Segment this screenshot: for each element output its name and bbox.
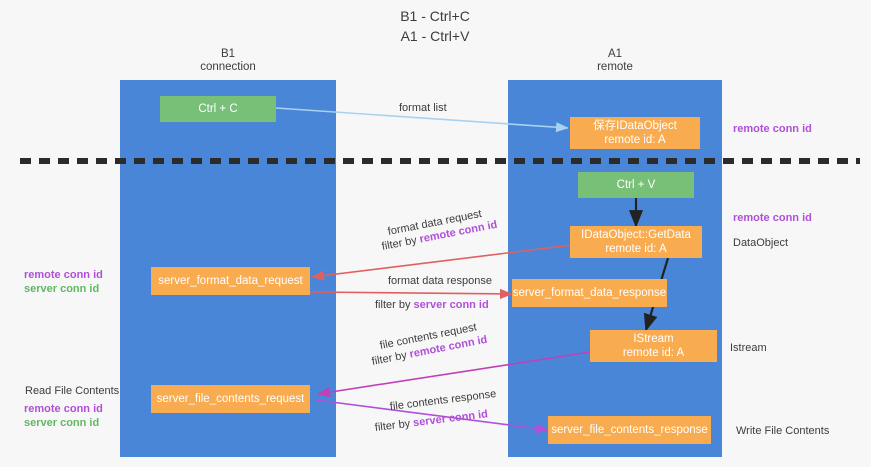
lane-header-a1-sub: remote [597, 61, 633, 73]
side-label-istream: Istream [730, 341, 767, 356]
node-istream[interactable]: IStream remote id: A [590, 330, 717, 362]
lane-header-b1-name: B1 [220, 48, 236, 60]
lane-header-b1: B1 connection [168, 48, 288, 74]
edge-label-format-list-text: format list [399, 102, 447, 114]
side-label-left-server-conn-mid: server conn id [24, 282, 99, 297]
side-label-left-server-conn-mid-text: server conn id [24, 283, 100, 295]
edge-label-format-data-response: format data response [388, 274, 492, 289]
side-label-left-remote-conn-mid: remote conn id [24, 268, 103, 283]
side-label-left-server-conn-bot: server conn id [24, 416, 99, 431]
node-server-format-data-request[interactable]: server_format_data_request [151, 267, 310, 295]
node-server-format-data-response[interactable]: server_format_data_response [512, 279, 667, 307]
side-label-read-file-contents-text: Read File Contents [25, 385, 120, 397]
node-idataobject-getdata[interactable]: IDataObject::GetData remote id: A [570, 226, 702, 258]
side-label-write-file-contents: Write File Contents [736, 424, 829, 439]
diagram-title-line1: B1 - Ctrl+C [400, 8, 470, 24]
node-save-idataobject-line1: 保存IDataObject [593, 120, 677, 132]
lane-header-a1-name: A1 [607, 48, 623, 60]
edge-label-filter-server-1-prefix: filter by [375, 299, 414, 311]
side-label-remote-conn-mid: remote conn id [733, 211, 812, 226]
side-label-left-remote-conn-mid-text: remote conn id [24, 269, 103, 281]
edge-label-filter-remote-1-prefix: filter by [380, 233, 421, 253]
diagram-title: B1 - Ctrl+C A1 - Ctrl+V [335, 6, 535, 46]
edge-label-format-list: format list [399, 101, 447, 116]
node-save-idataobject-line2: remote id: A [604, 134, 666, 146]
edge-label-filter-server-2-prefix: filter by [374, 417, 414, 434]
side-label-remote-conn-top-text: remote conn id [733, 123, 812, 135]
side-label-dataobject-text: DataObject [733, 237, 789, 249]
arrow-format-data-response [309, 288, 513, 300]
node-istream-line1: IStream [633, 333, 674, 345]
edge-label-filter-server-1: filter by server conn id [375, 298, 489, 313]
node-server-format-data-request-label: server_format_data_request [158, 275, 303, 287]
side-label-write-file-contents-text: Write File Contents [736, 425, 830, 437]
side-label-left-remote-conn-bot-text: remote conn id [24, 403, 103, 415]
node-ctrl-v[interactable]: Ctrl + V [578, 172, 694, 198]
side-label-left-remote-conn-bot: remote conn id [24, 402, 103, 417]
node-server-file-contents-response[interactable]: server_file_contents_response [548, 416, 711, 444]
side-label-istream-text: Istream [730, 342, 767, 354]
edge-label-filter-server-1-key: server conn id [413, 299, 489, 311]
lane-header-a1: A1 remote [555, 48, 675, 74]
node-ctrl-c-label: Ctrl + C [198, 103, 238, 115]
side-label-remote-conn-top: remote conn id [733, 122, 812, 137]
diagram-title-line2: A1 - Ctrl+V [400, 28, 470, 44]
node-save-idataobject[interactable]: 保存IDataObject remote id: A [570, 117, 700, 149]
side-label-left-server-conn-bot-text: server conn id [24, 417, 100, 429]
side-label-read-file-contents: Read File Contents [25, 384, 119, 399]
node-istream-line2: remote id: A [622, 347, 685, 359]
node-server-format-data-response-label: server_format_data_response [512, 287, 667, 299]
node-server-file-contents-request-label: server_file_contents_request [156, 393, 305, 405]
node-idataobject-getdata-line2: remote id: A [605, 243, 667, 255]
lane-header-b1-sub: connection [200, 61, 256, 73]
node-ctrl-v-label: Ctrl + V [616, 179, 656, 191]
edge-label-filter-server-2-key: server conn id [412, 408, 489, 430]
edge-label-format-data-response-text: format data response [388, 275, 492, 287]
node-idataobject-getdata-line1: IDataObject::GetData [581, 229, 691, 241]
node-server-file-contents-request[interactable]: server_file_contents_request [151, 385, 310, 413]
side-label-dataobject: DataObject [733, 236, 788, 251]
node-ctrl-c[interactable]: Ctrl + C [160, 96, 276, 122]
side-label-remote-conn-mid-text: remote conn id [733, 212, 812, 224]
node-server-file-contents-response-label: server_file_contents_response [551, 424, 708, 436]
edge-label-filter-remote-2-prefix: filter by [370, 348, 411, 368]
